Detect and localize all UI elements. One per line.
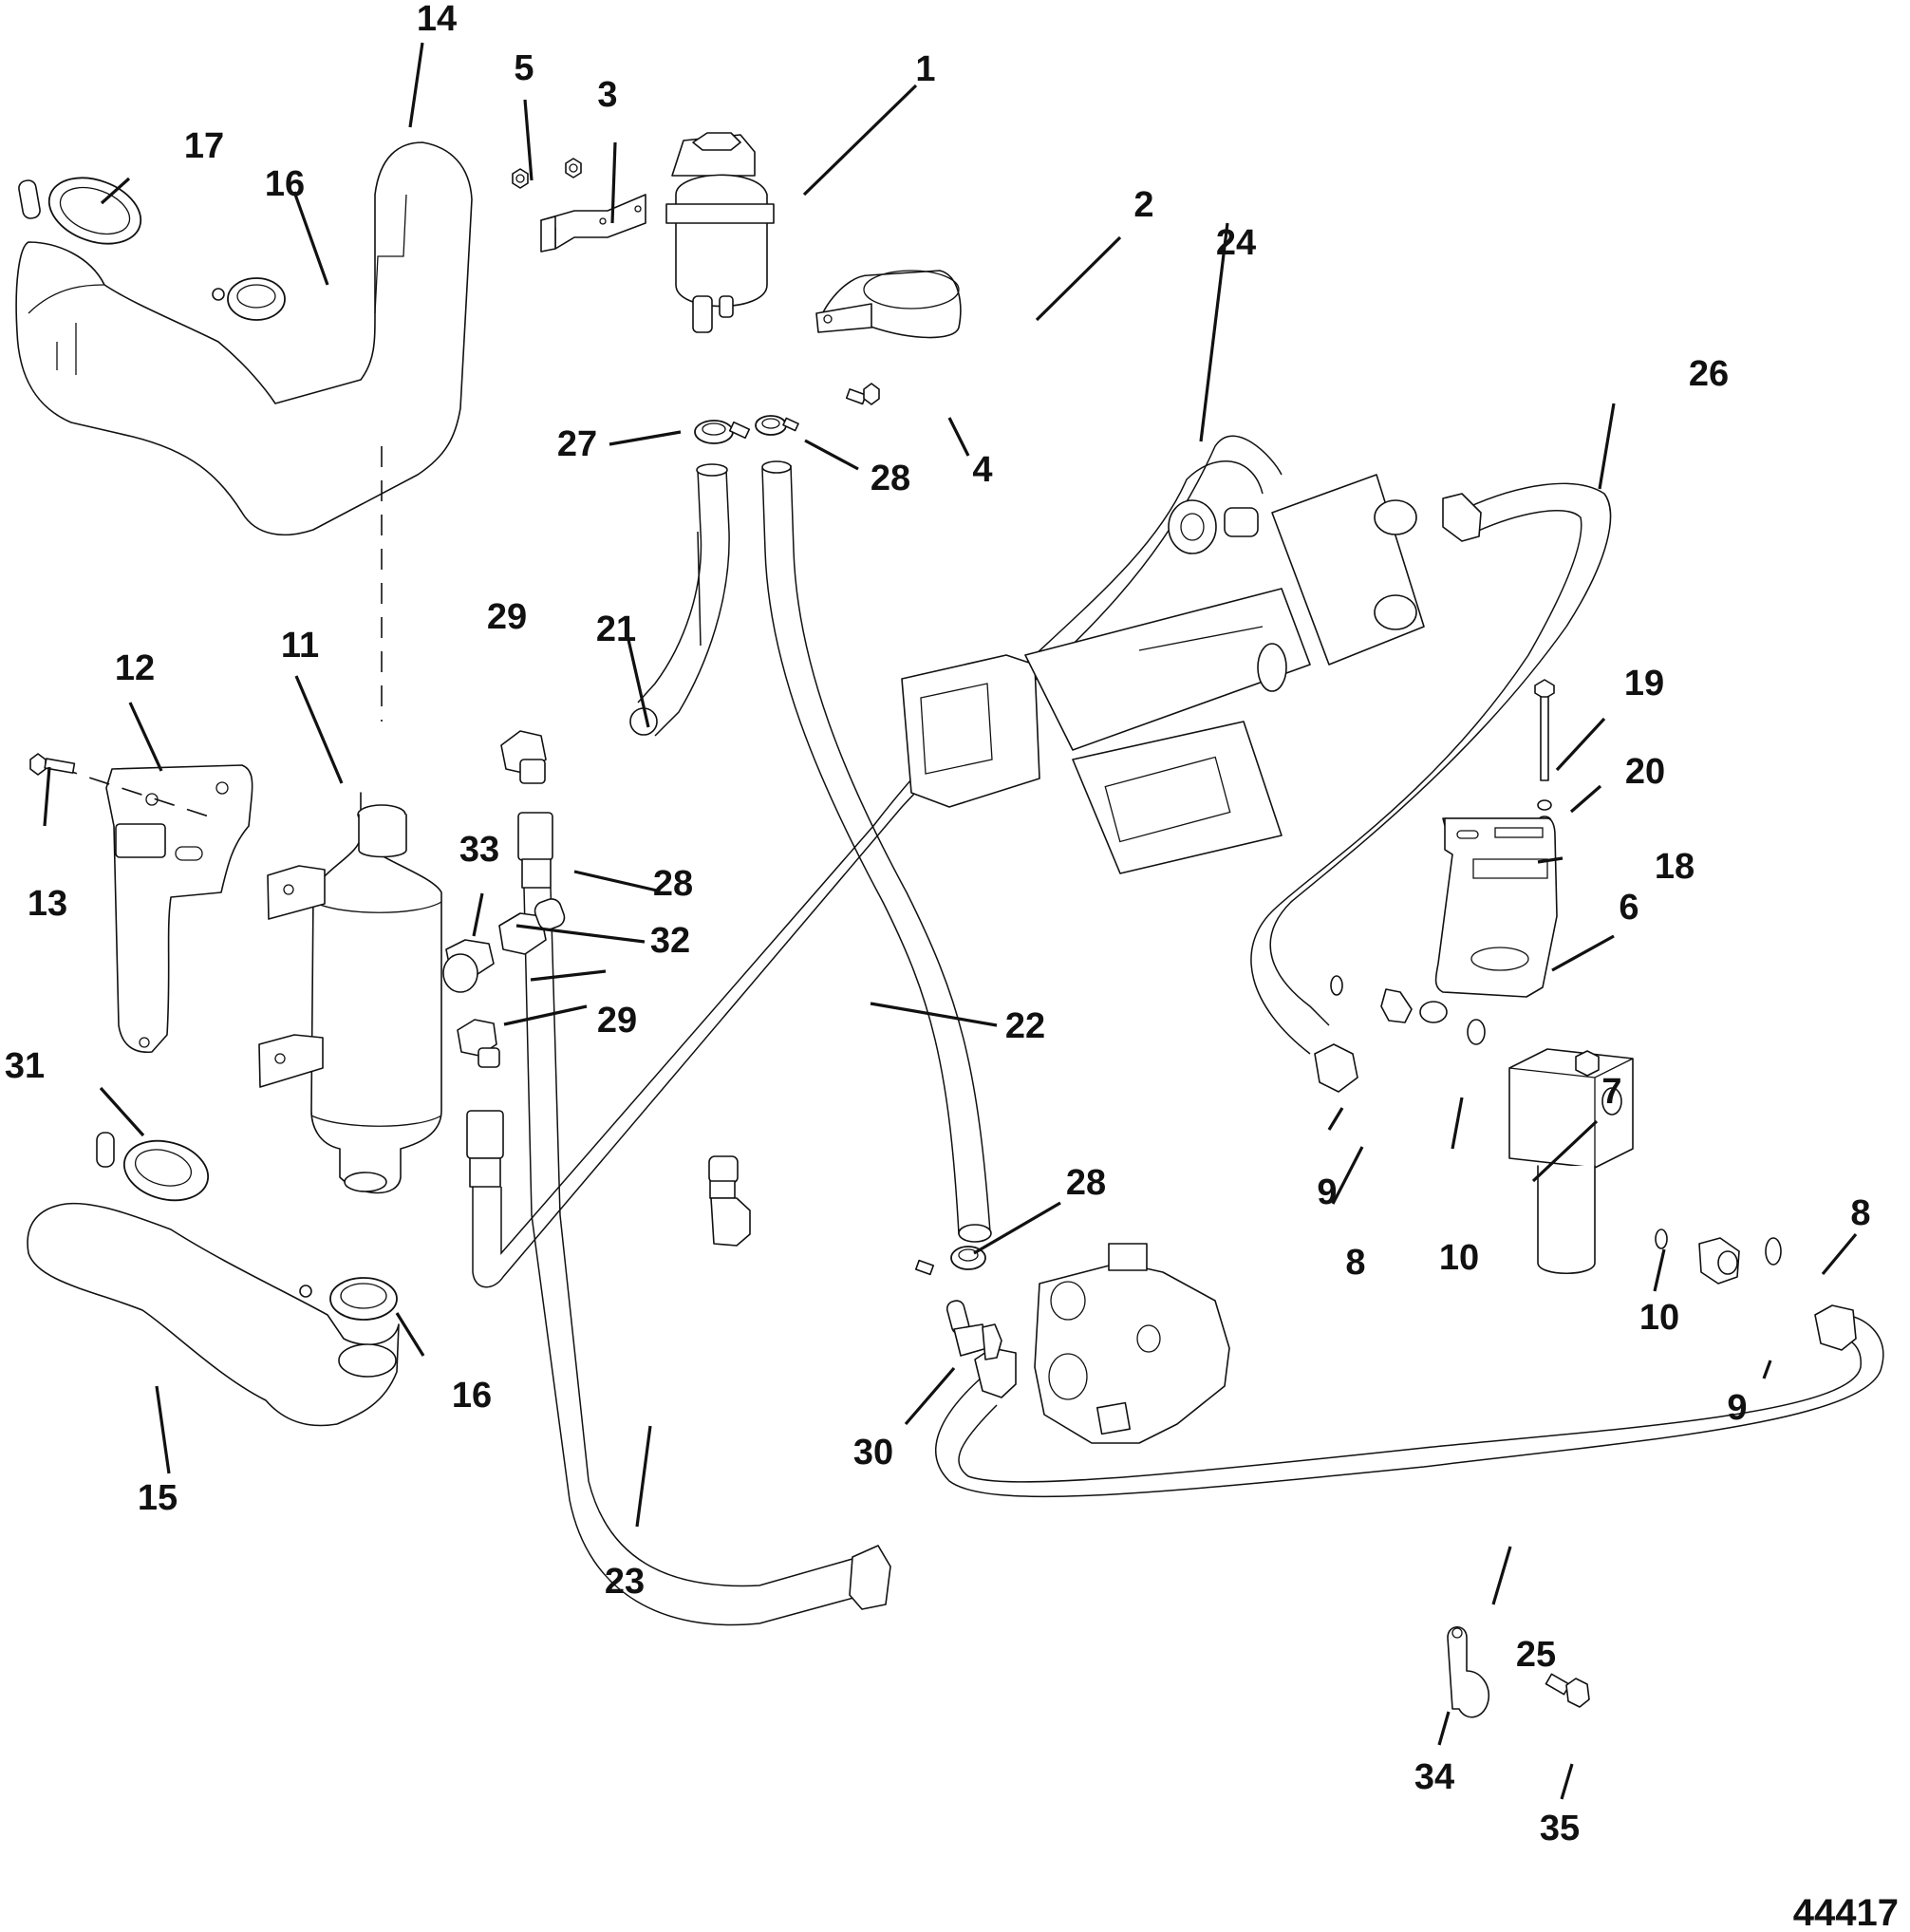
hose-clamp-16-upper-part	[212, 277, 286, 321]
callout-8a: 8	[1345, 1243, 1365, 1283]
callout-15: 15	[138, 1478, 178, 1518]
leader-lines	[43, 42, 1858, 1800]
lockwasher-20-part	[1537, 799, 1552, 811]
screw-13-part	[29, 753, 76, 776]
callout-4: 4	[972, 450, 992, 490]
hoses-21-22-part	[629, 460, 992, 1243]
callout-26: 26	[1689, 354, 1729, 394]
callout-29b: 29	[597, 1001, 637, 1041]
cooler-bracket-12-part	[105, 764, 253, 1053]
elbow-fitting-29-upper-part	[500, 730, 547, 784]
callout-29a: 29	[487, 597, 527, 637]
water-hose-upper-part	[15, 141, 473, 536]
filter-bracket-6-part	[1434, 817, 1558, 998]
loose-fitting-part	[708, 1155, 751, 1247]
callout-9b: 9	[1727, 1388, 1747, 1428]
callout-labels: 1 2 3 4 5 6 7 8 8 9 9 10 10 11 12 13 14 …	[5, 0, 1871, 1848]
filter-7-part	[1508, 1048, 1634, 1275]
callout-16b: 16	[452, 1376, 492, 1416]
callout-28c: 28	[1066, 1163, 1106, 1203]
callout-28b: 28	[653, 864, 693, 904]
callout-16a: 16	[265, 164, 305, 204]
callout-10b: 10	[1639, 1298, 1679, 1338]
hydraulic-pump	[1034, 1243, 1230, 1444]
callout-24: 24	[1216, 223, 1256, 263]
callout-3: 3	[597, 75, 617, 115]
callout-5: 5	[514, 48, 534, 88]
hose-clamp-31-part	[96, 1132, 210, 1202]
callout-21: 21	[596, 610, 636, 649]
callout-19: 19	[1624, 664, 1664, 703]
hose-clamp-28-lower-part	[914, 1246, 986, 1276]
nut-5-part	[512, 158, 582, 189]
plug-33-part	[442, 939, 495, 993]
hose-clamps-27-28-part	[694, 415, 799, 444]
hose-clamp-17-part	[18, 177, 142, 245]
hose-26-part	[1250, 482, 1612, 1093]
hose-24-part	[466, 435, 1283, 1288]
water-hose-lower-part	[27, 1202, 400, 1427]
callout-14: 14	[417, 0, 457, 39]
fluid-cooler-11-part	[258, 792, 442, 1194]
callout-22: 22	[1005, 1006, 1045, 1046]
callout-2: 2	[1133, 185, 1153, 225]
callout-10a: 10	[1439, 1238, 1479, 1278]
callout-32: 32	[650, 921, 690, 961]
callout-7: 7	[1601, 1072, 1621, 1112]
hose-clamp-16-lower-part	[299, 1277, 398, 1321]
screw-35-part	[1545, 1673, 1590, 1708]
callout-11: 11	[281, 626, 319, 666]
callout-20: 20	[1625, 752, 1665, 792]
callout-12: 12	[115, 648, 155, 688]
reservoir-strap-bracket-2-part	[815, 270, 962, 339]
callout-28a: 28	[871, 459, 910, 498]
callout-18: 18	[1655, 847, 1695, 887]
hose-25-part	[935, 1304, 1884, 1498]
callout-17: 17	[184, 126, 224, 166]
callout-31: 31	[5, 1046, 45, 1086]
fitting-32-part	[498, 898, 566, 955]
callout-30: 30	[853, 1433, 893, 1472]
mounting-bracket-3-part	[540, 194, 646, 253]
callout-8b: 8	[1850, 1193, 1870, 1233]
callout-25: 25	[1516, 1635, 1556, 1675]
callout-33: 33	[459, 830, 499, 870]
callout-34: 34	[1414, 1757, 1454, 1797]
callout-35: 35	[1540, 1809, 1580, 1848]
elbow-fitting-30-part	[946, 1300, 1002, 1360]
hose-clip-34-part	[1447, 1625, 1490, 1718]
screw-4-part	[845, 383, 880, 405]
bolt-19-part	[1534, 679, 1555, 781]
o-rings-fitting-right-part	[1655, 1229, 1782, 1285]
alignment-dashline-13	[56, 766, 210, 817]
callout-23: 23	[605, 1562, 645, 1602]
callout-27: 27	[557, 424, 597, 464]
valve-actuator-assembly	[901, 474, 1425, 874]
reservoir-1-part	[665, 132, 775, 333]
callout-1: 1	[915, 49, 935, 89]
callout-6: 6	[1619, 888, 1638, 928]
elbow-fitting-29-lower-part	[457, 1019, 500, 1068]
callout-13: 13	[28, 884, 67, 924]
figure-number: 44417	[1793, 1892, 1899, 1932]
hydraulic-line-part	[517, 812, 891, 1626]
o-rings-fitting-left-part	[1330, 975, 1486, 1045]
callout-9a: 9	[1317, 1172, 1337, 1212]
